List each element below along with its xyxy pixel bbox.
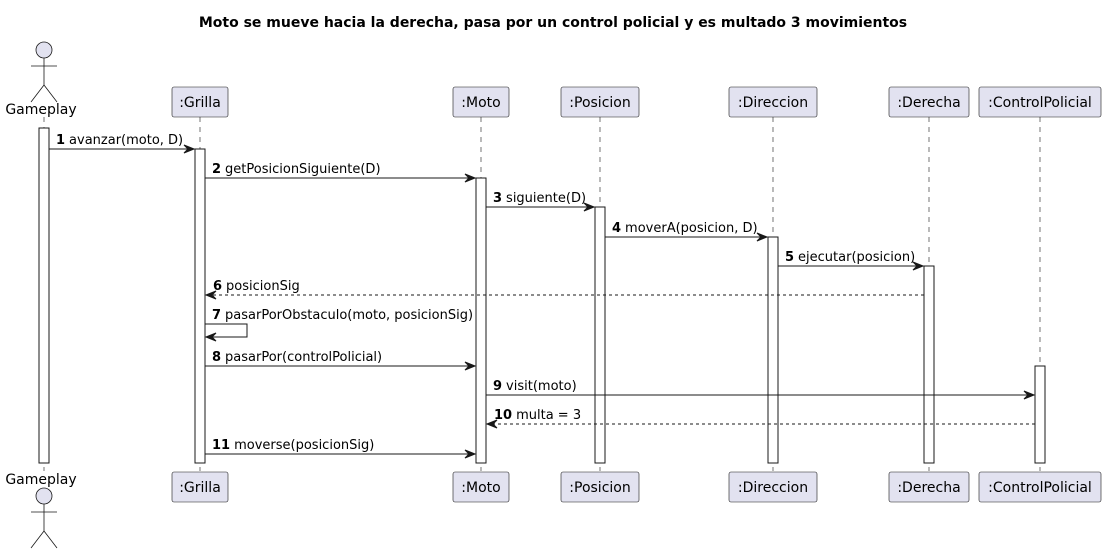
participant-label-control-top: :ControlPolicial	[988, 95, 1092, 111]
message-text: pasarPor(controlPolicial)	[225, 350, 382, 365]
arrowhead	[204, 290, 217, 300]
message-10: 10 multa = 3	[485, 408, 1035, 429]
message-1: 1 avanzar(moto, D)	[49, 133, 196, 154]
participant-label-control-bottom: :ControlPolicial	[988, 480, 1092, 496]
participant-box-grilla-top	[171, 86, 229, 118]
message-2: 2 getPosicionSiguiente(D)	[205, 162, 477, 183]
message-number: 10	[494, 408, 512, 423]
message-number: 1	[56, 133, 65, 148]
arrowhead	[583, 202, 596, 212]
activation-grilla	[194, 148, 206, 464]
message-text: avanzar(moto, D)	[69, 133, 183, 148]
message-11: 11 moverse(posicionSig)	[205, 438, 477, 459]
participants: GameplayGameplay:Grilla:Grilla:Moto:Moto…	[5, 41, 1102, 549]
participant-label-direccion-bottom: :Direccion	[738, 480, 808, 496]
participant-box-grilla-bottom	[171, 471, 229, 503]
actor-label-top: Gameplay	[5, 102, 76, 118]
actor-label-bottom: Gameplay	[5, 472, 76, 488]
participant-box-moto-top	[452, 86, 510, 118]
message-text: visit(moto)	[506, 379, 577, 394]
participant-box-derecha-top	[888, 86, 970, 118]
participant-box-posicion-bottom	[560, 471, 640, 503]
arrowhead	[464, 449, 477, 459]
activations	[38, 127, 1046, 464]
participant-label-posicion-top: :Posicion	[569, 95, 630, 111]
message-7: 7 pasarPorObstaculo(moto, posicionSig)	[204, 308, 473, 342]
arrowhead	[912, 261, 925, 271]
message-3: 3 siguiente(D)	[486, 191, 596, 212]
participant-box-direccion-bottom	[728, 471, 818, 503]
participant-label-grilla-bottom: :Grilla	[179, 480, 221, 496]
message-number: 7	[212, 308, 221, 323]
actor-figure-top	[30, 41, 58, 103]
message-9: 9 visit(moto)	[486, 379, 1036, 400]
arrowhead	[464, 361, 477, 371]
message-number: 3	[493, 191, 502, 206]
message-number: 2	[212, 162, 221, 177]
message-text: posicionSig	[226, 279, 300, 294]
participant-label-moto-bottom: :Moto	[461, 480, 500, 496]
arrowhead	[1023, 390, 1036, 400]
message-text: siguiente(D)	[506, 191, 586, 206]
participant-label-derecha-top: :Derecha	[897, 95, 960, 111]
message-text: moverA(posicion, D)	[625, 221, 758, 236]
message-number: 8	[212, 350, 221, 365]
activation-moto	[475, 177, 487, 464]
message-5: 5 ejecutar(posicion)	[778, 250, 925, 271]
message-8: 8 pasarPor(controlPolicial)	[205, 350, 477, 371]
message-text: getPosicionSiguiente(D)	[225, 162, 380, 177]
message-number: 4	[612, 221, 621, 236]
actor-figure-bottom	[30, 487, 58, 549]
arrowhead	[756, 232, 769, 242]
activation-control	[1034, 365, 1046, 464]
message-number: 9	[493, 379, 502, 394]
arrowhead	[485, 419, 498, 429]
message-number: 11	[212, 438, 230, 453]
messages: 1 avanzar(moto, D) 2 getPosicionSiguiente(D…	[49, 133, 1036, 459]
diagram-title: Moto se mueve hacia la derecha, pasa por…	[199, 15, 907, 31]
message-text: ejecutar(posicion)	[798, 250, 915, 265]
message-text: multa = 3	[516, 408, 581, 423]
participant-box-direccion-top	[728, 86, 818, 118]
participant-label-derecha-bottom: :Derecha	[897, 480, 960, 496]
arrowhead	[183, 144, 196, 154]
participant-label-direccion-top: :Direccion	[738, 95, 808, 111]
participant-label-posicion-bottom: :Posicion	[569, 480, 630, 496]
message-4: 4 moverA(posicion, D)	[605, 221, 769, 242]
participant-box-derecha-bottom	[888, 471, 970, 503]
participant-box-control-top	[978, 86, 1102, 118]
arrowhead	[464, 173, 477, 183]
participant-box-control-bottom	[978, 471, 1102, 503]
arrowhead	[204, 332, 217, 342]
message-number: 6	[213, 279, 222, 294]
activation-gameplay	[38, 127, 50, 464]
activation-derecha	[923, 265, 935, 464]
participant-label-moto-top: :Moto	[461, 95, 500, 111]
message-6: 6 posicionSig	[204, 279, 924, 300]
activation-direccion	[767, 236, 779, 464]
message-number: 5	[785, 250, 794, 265]
message-text: moverse(posicionSig)	[234, 438, 374, 453]
participant-box-moto-bottom	[452, 471, 510, 503]
participant-box-posicion-top	[560, 86, 640, 118]
message-text: pasarPorObstaculo(moto, posicionSig)	[225, 308, 473, 323]
participant-label-grilla-top: :Grilla	[179, 95, 221, 111]
activation-posicion	[594, 206, 606, 464]
